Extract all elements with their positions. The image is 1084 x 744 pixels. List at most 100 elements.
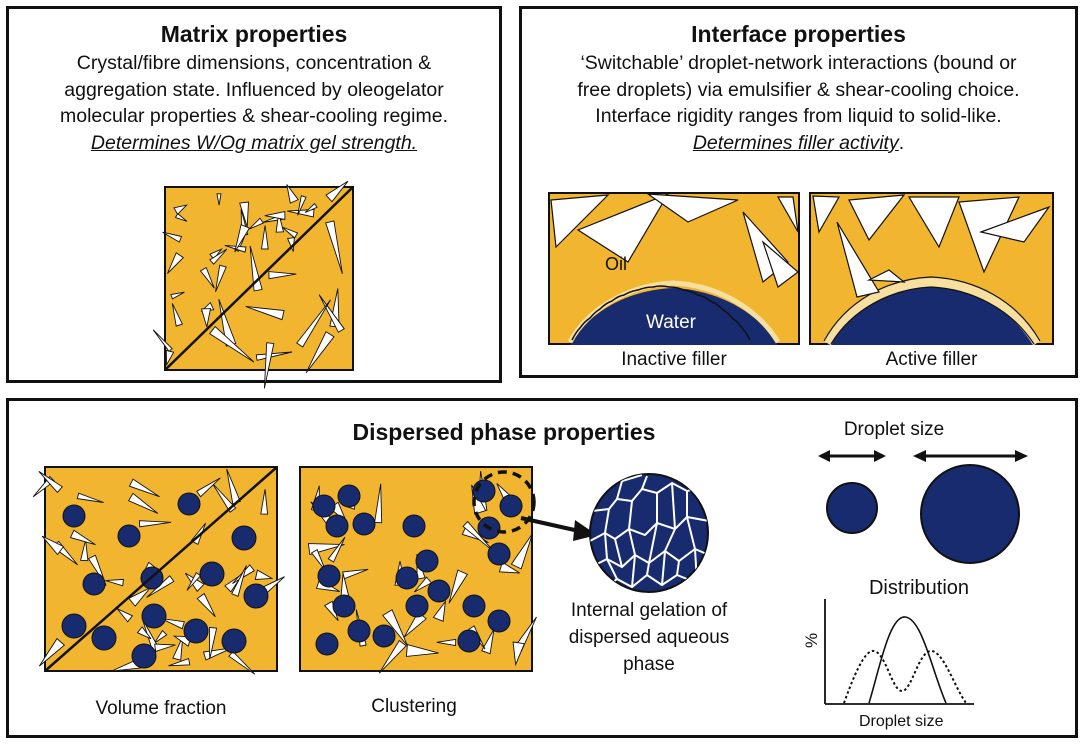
crystal: [260, 225, 269, 250]
crystal: [297, 195, 307, 216]
matrix-description: Crystal/fibre dimensions, concentration …: [9, 50, 499, 156]
water-droplet: [243, 583, 269, 609]
crystal: [305, 331, 335, 374]
water-droplet: [457, 629, 481, 653]
crystal: [162, 231, 183, 243]
solid-interface-outline: [823, 276, 1041, 342]
water-droplet: [347, 619, 371, 643]
crystal: [173, 204, 188, 216]
interface-line-2: free droplets) via emulsifier & shear-co…: [577, 78, 1020, 101]
crystal: [200, 308, 212, 328]
interface-title: Interface properties: [691, 21, 906, 47]
crystal: [405, 644, 439, 657]
crystal: [69, 529, 96, 546]
crystal: [127, 492, 159, 514]
crystal: [413, 576, 433, 593]
crystal: [281, 226, 299, 239]
water-droplet: [570, 288, 778, 345]
crystal: [325, 220, 343, 274]
crystal: [231, 565, 247, 597]
crystal: [498, 561, 520, 574]
gelation-line-3: phase: [623, 654, 675, 675]
crystal: [152, 329, 173, 352]
crystal: [167, 252, 185, 274]
unimodal-distribution-curve: [868, 616, 947, 704]
plot-x-label: Droplet size: [859, 713, 944, 730]
crystal: [510, 533, 533, 570]
crystal: [255, 351, 293, 361]
crystal: [550, 194, 610, 249]
crystal: [462, 520, 495, 553]
crystal: [216, 193, 222, 206]
crystal: [761, 240, 799, 288]
crystal: [170, 291, 185, 300]
water-droplet: [177, 492, 201, 516]
crystal: [327, 536, 346, 563]
crystal: [209, 248, 228, 265]
crystal: [432, 599, 447, 622]
droplet-size-label: Droplet size: [843, 419, 945, 440]
matrix-line-1: Crystal/fibre dimensions, concentration …: [76, 52, 432, 74]
crystal: [378, 639, 407, 674]
crystal: [208, 626, 218, 660]
crystal: [76, 492, 104, 503]
crystal: [199, 266, 215, 289]
internal-gelation-droplet: [589, 473, 709, 593]
matrix-line-2: aggregation state. Influenced by oleogel…: [64, 78, 444, 101]
water-droplet: [402, 514, 426, 538]
clustering-illustration: [299, 466, 537, 674]
crystal: [116, 608, 134, 623]
interface-line-3: Interface rigidity ranges from liquid to…: [595, 105, 1002, 127]
dispersed-title: Dispersed phase properties: [352, 419, 656, 445]
small-droplet: [826, 482, 878, 534]
crystal: [645, 193, 739, 223]
crystal: [374, 483, 383, 524]
magnification-dashed-circle: [472, 470, 536, 534]
crystal: [38, 637, 66, 667]
crystal: [342, 568, 369, 580]
crystal: [318, 294, 345, 333]
liquid-interface-wavy-line: [571, 285, 751, 341]
crystal: [105, 578, 124, 587]
water-droplet: [91, 625, 117, 651]
crystal: [161, 618, 185, 630]
crystal: [196, 477, 221, 498]
crystal: [209, 248, 223, 260]
crystal: [215, 264, 227, 293]
crystal: [263, 342, 275, 389]
interface-description: ‘Switchable’ droplet-network interaction…: [522, 50, 1075, 156]
crystal: [168, 657, 191, 667]
water-droplet: [231, 525, 257, 551]
crystal: [286, 184, 299, 204]
water-droplet: [82, 572, 106, 596]
crystal: [239, 201, 249, 228]
crystal: [209, 325, 255, 363]
crystal: [211, 482, 237, 513]
water-droplet: [315, 632, 339, 656]
water-droplet: [332, 594, 356, 618]
water-label: Water: [646, 312, 697, 333]
crystal: [866, 269, 906, 283]
crystal: [41, 535, 65, 556]
active-filler-illustration: [809, 192, 1054, 346]
matrix-line-3: molecular properties & shear-cooling reg…: [59, 105, 448, 127]
water-droplet: [487, 609, 511, 633]
water-droplet: [131, 643, 157, 669]
crystal: [248, 217, 264, 230]
crystal: [512, 641, 526, 667]
crystal: [304, 202, 318, 213]
crystal: [228, 650, 256, 675]
dispersed-phase-panel: Dispersed phase properties Volume fracti…: [6, 398, 1078, 738]
crystal: [234, 224, 251, 253]
inactive-filler-illustration: Oil Water: [548, 192, 800, 345]
water-droplet: [427, 579, 451, 603]
water-droplet: [337, 484, 361, 508]
water-droplet: [395, 566, 419, 590]
water-droplet: [312, 494, 336, 518]
water-droplet: [487, 542, 511, 566]
crystal: [138, 520, 172, 528]
water-droplet: [499, 494, 523, 518]
crystal: [448, 569, 469, 604]
water-droplet: [141, 603, 167, 629]
gelation-caption: Internal gelation of dispersed aqueous p…: [554, 597, 744, 678]
